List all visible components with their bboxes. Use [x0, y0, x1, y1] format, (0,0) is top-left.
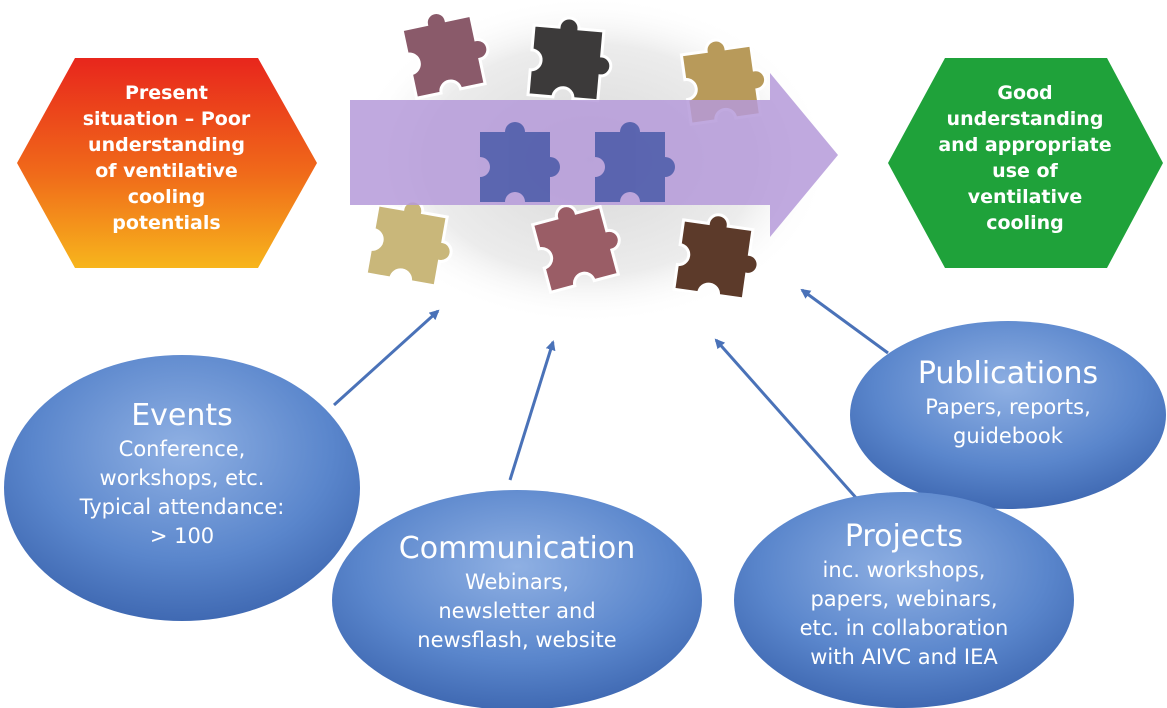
- communication-line: newsletter and: [438, 599, 596, 623]
- goal-hexagon: [888, 58, 1163, 268]
- events-line: workshops, etc.: [99, 466, 265, 490]
- communication-text: Communication Webinars, newsletter and n…: [350, 530, 684, 655]
- hex-line: and appropriate: [938, 134, 1112, 156]
- puzzle-piece: [530, 204, 621, 295]
- publications-title: Publications: [917, 356, 1099, 391]
- events-line: Typical attendance:: [79, 495, 285, 519]
- communication-ellipse: [332, 490, 702, 708]
- projects-title: Projects: [844, 519, 964, 554]
- hex-line: use of: [992, 160, 1058, 182]
- puzzle-pieces: [364, 11, 768, 301]
- hex-line: cooling: [127, 186, 206, 208]
- hex-line: of ventilative: [95, 160, 238, 182]
- arrow-puzzle-pieces: [480, 122, 675, 202]
- puzzle-piece: [400, 11, 490, 101]
- projects-line: etc. in collaboration: [799, 616, 1009, 640]
- publications-text: Publications Papers, reports, guidebook: [860, 355, 1156, 451]
- arrow-publications: [800, 288, 889, 355]
- publications-line: guidebook: [953, 424, 1063, 448]
- hex-line: potentials: [112, 212, 221, 234]
- publications-ellipse: [850, 321, 1166, 509]
- events-ellipse: [4, 355, 360, 621]
- communication-line: Webinars,: [464, 570, 570, 594]
- hex-line: ventilative: [967, 186, 1083, 208]
- projects-line: inc. workshops,: [822, 558, 986, 582]
- progress-arrow: [350, 73, 838, 237]
- projects-line: papers, webinars,: [810, 587, 998, 611]
- projects-ellipse: [734, 492, 1074, 708]
- events-title: Events: [131, 398, 233, 433]
- communication-title: Communication: [398, 531, 636, 566]
- arrow-events: [332, 309, 440, 407]
- present-situation-text: Present situation – Poor understanding o…: [50, 80, 283, 236]
- hex-line: Present: [125, 82, 208, 104]
- goal-text: Good understanding and appropriate use o…: [915, 80, 1135, 236]
- events-line: Conference,: [118, 437, 246, 461]
- projects-text: Projects inc. workshops, papers, webinar…: [744, 518, 1064, 672]
- puzzle-piece: [595, 122, 675, 202]
- events-text: Events Conference, workshops, etc. Typic…: [20, 397, 344, 551]
- hex-line: Good: [997, 82, 1053, 104]
- puzzle-piece: [672, 213, 760, 301]
- puzzle-piece: [480, 122, 560, 202]
- projects-line: with AIVC and IEA: [810, 645, 998, 669]
- hex-line: cooling: [986, 212, 1064, 234]
- arrow-projects: [714, 338, 860, 501]
- publications-line: Papers, reports,: [925, 395, 1091, 419]
- events-line: > 100: [149, 524, 215, 548]
- hex-line: situation – Poor: [82, 108, 251, 130]
- communication-line: newsflash, website: [417, 628, 617, 652]
- hex-line: understanding: [88, 134, 245, 156]
- arrow-communication: [508, 340, 556, 481]
- present-situation-hexagon: [17, 58, 317, 268]
- hex-line: understanding: [946, 108, 1104, 130]
